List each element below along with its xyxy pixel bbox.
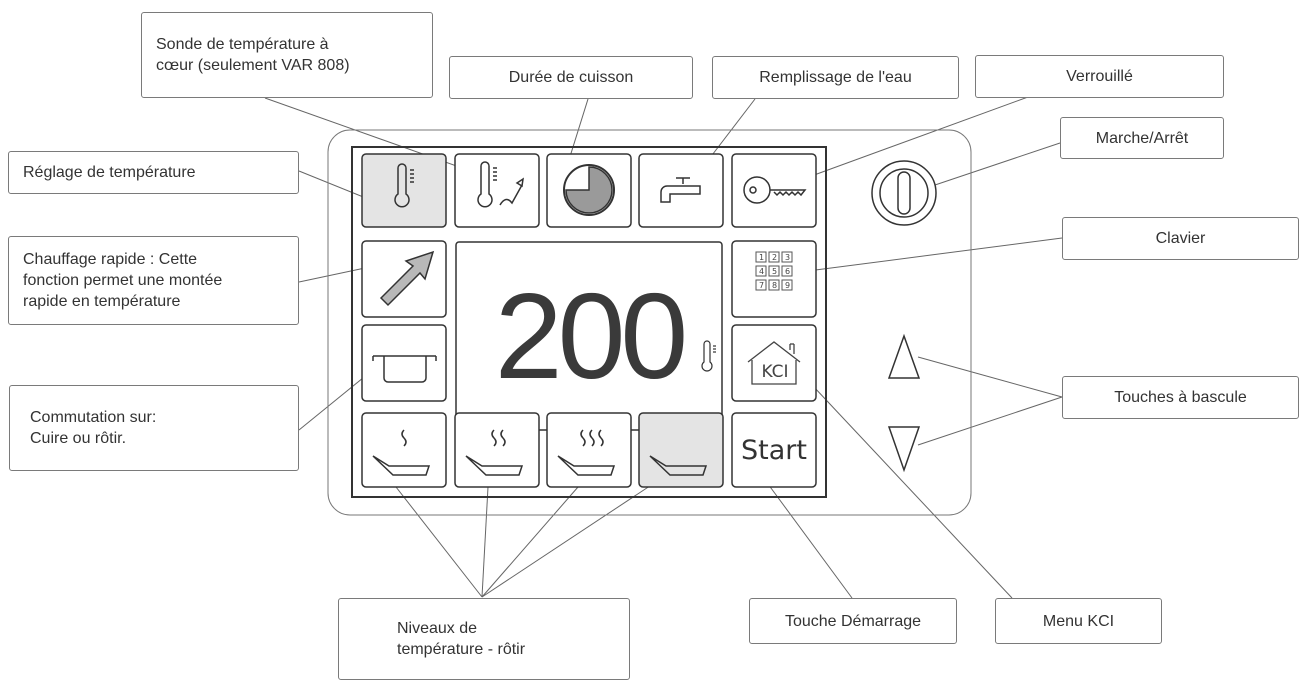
leader-clavier [799,237,1063,273]
leader-demarrage [767,483,853,599]
cooking-time-icon [563,164,615,216]
callout-demarrage: Touche Démarrage [749,598,957,644]
leader-niveau-2 [481,486,489,598]
keypad-key-3: 3 [784,253,791,262]
callout-sonde: Sonde de température à cœur (seulement V… [141,12,433,98]
frying-pan-icon [649,455,708,476]
leader-remplissage [705,98,756,164]
leader-marche [934,142,1061,186]
display-thermometer-icon [701,340,716,372]
pot-icon [372,355,437,383]
callout-clavier: Clavier [1062,217,1299,260]
callout-duree: Durée de cuisson [449,56,693,99]
frying-pan-icon [372,455,431,476]
keypad-key-2: 2 [771,253,778,262]
kci-menu-button [731,324,817,402]
core-probe-icon [477,161,524,208]
panel-housing [327,129,972,516]
kci-label[interactable]: KCI [761,362,789,382]
leader-touches-up [917,356,1063,398]
callout-commutation: Commutation sur: Cuire ou rôtir. [9,385,299,471]
key-icon [743,176,807,204]
keypad-key-6: 6 [784,267,791,276]
power-button-icon [871,160,937,226]
cook-roast-toggle-button [361,324,447,402]
start-button [731,412,817,488]
callout-verrouille: Verrouillé [975,55,1224,98]
leader-kci [812,385,1013,599]
rapid-heat-arrow-icon [379,250,435,307]
leader-touches-down [917,396,1063,446]
callout-marche: Marche/Arrêt [1060,117,1224,159]
up-arrow-icon [887,333,921,379]
callout-remplissage: Remplissage de l'eau [712,56,959,99]
down-arrow-icon [887,426,921,473]
keypad-key-7: 7 [758,281,765,290]
callout-menu-kci: Menu KCI [995,598,1162,644]
thermometer-icon [394,163,414,208]
leader-lines [264,96,1063,599]
water-tap-icon [660,177,701,203]
keypad-key-9: 9 [784,281,791,290]
keypad-icon [755,251,793,291]
roast-level-1-button [361,412,447,488]
steam-icon [401,429,407,447]
callout-chauffage: Chauffage rapide : Cette fonction permet… [8,236,299,325]
roast-level-2-button [454,412,540,488]
water-fill-button [638,153,724,228]
leader-duree [567,98,589,164]
callout-niveaux: Niveaux de température - rôtir [338,598,630,680]
temperature-value: 200 [494,268,689,404]
callout-touches: Touches à bascule [1062,376,1299,419]
roast-level-4-button [638,412,724,488]
screen-frame [351,146,827,498]
frying-pan-icon [465,455,524,476]
keypad-key-1: 1 [758,253,765,262]
kci-house-icon [747,341,801,385]
leader-chauffage [298,267,366,283]
pan-icons [372,429,708,476]
keypad-key-5: 5 [771,267,778,276]
leader-niveau-1 [395,486,483,598]
callout-reglage: Réglage de température [8,151,299,194]
frying-pan-icon [557,455,616,476]
leader-niveau-3 [481,486,579,598]
keypad-key-8: 8 [771,281,778,290]
leader-verrouille [794,96,1029,183]
temperature-setting-button [361,153,447,228]
start-label[interactable]: Start [741,434,807,466]
leader-niveau-4 [481,469,675,598]
keypad-key-4: 4 [758,267,765,276]
core-probe-button [454,153,540,228]
keypad-button [731,240,817,318]
roast-level-3-button [546,412,632,488]
